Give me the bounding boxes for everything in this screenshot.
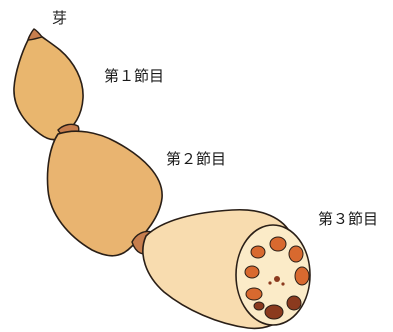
hole-center — [274, 276, 280, 282]
label-bud: 芽 — [52, 11, 67, 26]
label-segment-1: 第１節目 — [104, 69, 164, 84]
hole-bottom-right — [287, 296, 301, 310]
hole-top-left — [251, 246, 265, 258]
hole-center-dot-2 — [281, 282, 284, 285]
hole-lower-left-2 — [254, 302, 264, 310]
label-segment-2: 第２節目 — [166, 152, 226, 167]
label-segment-3: 第３節目 — [318, 212, 378, 227]
hole-bottom — [265, 305, 283, 319]
hole-left — [245, 266, 259, 278]
holes — [245, 237, 309, 319]
hole-top-right — [289, 246, 303, 262]
hole-right — [295, 267, 309, 285]
hole-lower-left — [246, 288, 262, 300]
hole-center-dot-1 — [268, 281, 271, 284]
hole-top — [270, 237, 286, 251]
segment-1 — [14, 31, 83, 139]
